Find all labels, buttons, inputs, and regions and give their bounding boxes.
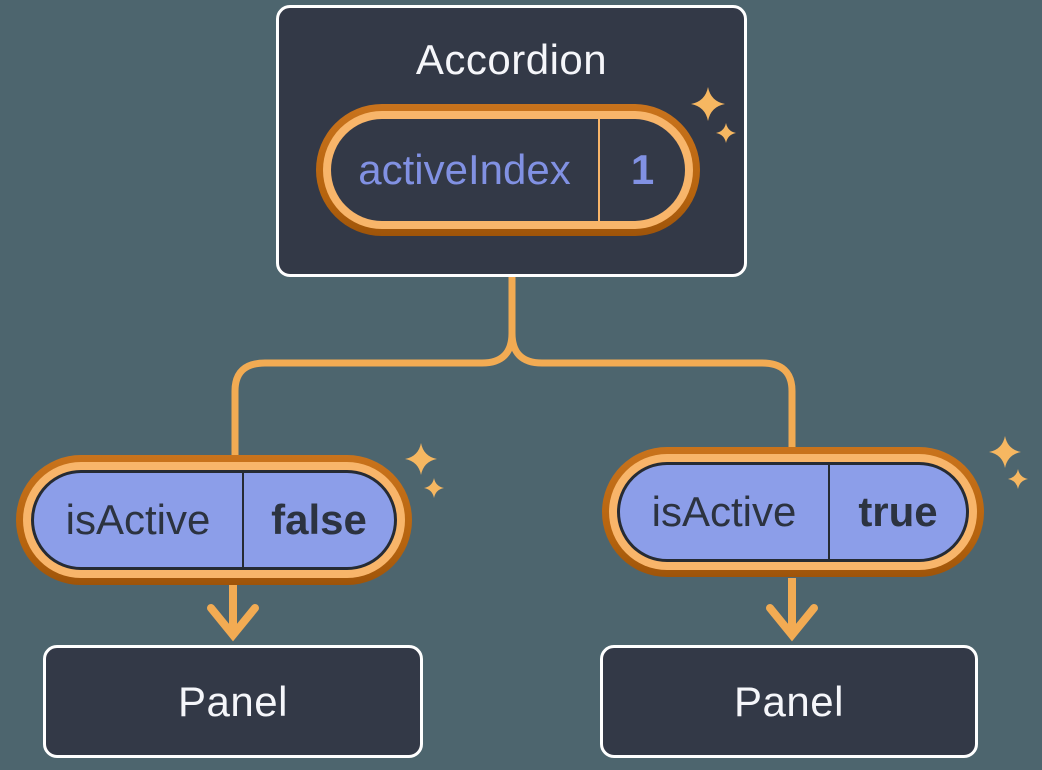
prop-name: isActive (65, 496, 211, 543)
fork-line-right (508, 277, 796, 455)
arrow-right-head (766, 604, 818, 642)
fork-line-left (231, 277, 516, 460)
prop-pill-left-inner-ring: isActive false (23, 462, 405, 578)
prop-value: true (858, 488, 938, 535)
state-name: activeIndex (358, 146, 571, 193)
state-pill-inner-ring: activeIndex 1 (323, 111, 693, 229)
pill-divider (598, 119, 600, 221)
panel-box-left: Panel (43, 645, 423, 758)
prop-name: isActive (651, 488, 797, 535)
pill-divider (242, 473, 244, 567)
sparkle-icon (1008, 469, 1028, 489)
pill-divider (828, 465, 830, 559)
sparkle-icon (424, 478, 444, 498)
sparkle-icon (405, 443, 437, 475)
arrow-left-head (207, 604, 259, 642)
prop-pill-left-core: isActive false (31, 470, 397, 570)
sparkle-icon (989, 436, 1021, 468)
panel-title: Panel (178, 677, 288, 725)
component-title: Accordion (415, 36, 608, 83)
prop-pill-left: isActive false (16, 455, 412, 585)
prop-pill-right-inner-ring: isActive true (609, 454, 977, 570)
prop-pill-right-core: isActive true (617, 462, 969, 562)
state-pill-core: activeIndex 1 (331, 119, 685, 221)
state-value: 1 (630, 146, 655, 193)
prop-pill-right: isActive true (602, 447, 984, 577)
prop-value: false (271, 496, 367, 543)
panel-box-right: Panel (600, 645, 978, 758)
panel-title: Panel (734, 677, 844, 725)
state-pill: activeIndex 1 (316, 104, 700, 236)
